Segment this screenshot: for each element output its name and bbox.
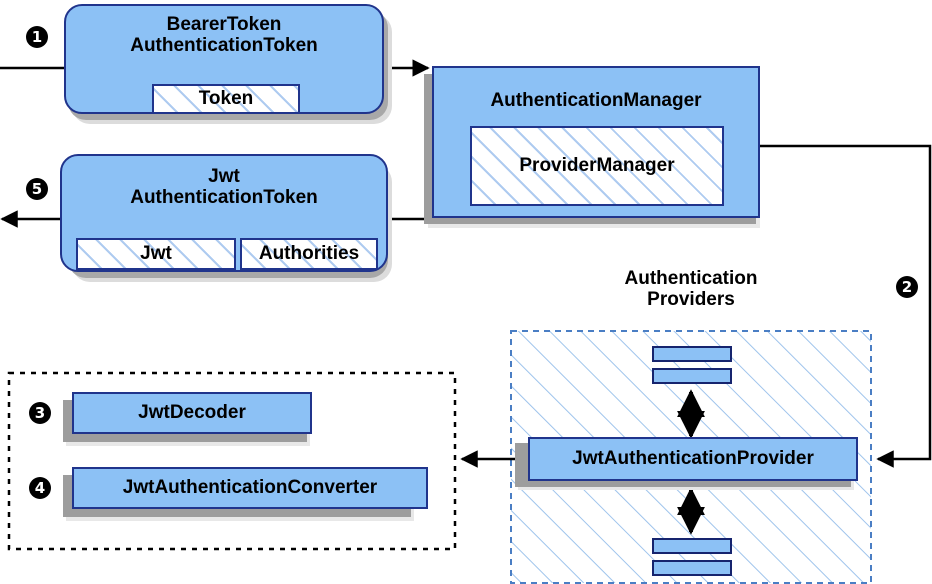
step-marker-3: 3 <box>29 402 51 424</box>
step-marker-1: 1 <box>26 26 48 48</box>
step-marker-5: 5 <box>26 178 48 200</box>
jwt-token-title: Jwt AuthenticationToken <box>130 166 318 209</box>
jwt-decoder-title: JwtDecoder <box>138 402 246 423</box>
provider-manager-slot-label: ProviderManager <box>519 155 675 176</box>
jwt-authentication-token[interactable]: Jwt AuthenticationToken Jwt Authorities <box>60 154 388 272</box>
authentication-manager[interactable]: AuthenticationManager ProviderManager <box>432 66 760 218</box>
jwt-decoder[interactable]: JwtDecoder <box>72 392 312 434</box>
provider-stack-bottom-bar-2 <box>652 560 732 576</box>
provider-stack-top-bar-2 <box>652 368 732 384</box>
jwt-slot[interactable]: Jwt <box>76 238 236 270</box>
jwt-authentication-provider[interactable]: JwtAuthenticationProvider <box>528 437 858 481</box>
jwt-authentication-converter[interactable]: JwtAuthenticationConverter <box>72 467 428 509</box>
bearer-token-title: BearerToken AuthenticationToken <box>130 14 318 57</box>
authorities-slot-label: Authorities <box>258 243 360 264</box>
jwt-converter-title: JwtAuthenticationConverter <box>122 477 378 498</box>
provider-manager-slot[interactable]: ProviderManager <box>470 126 724 206</box>
provider-stack-top-bar-1 <box>652 346 732 362</box>
jwt-provider-title: JwtAuthenticationProvider <box>572 448 814 469</box>
step-marker-4: 4 <box>29 477 51 499</box>
step-marker-2: 2 <box>896 276 918 298</box>
bearer-token-authentication-token[interactable]: BearerToken AuthenticationToken Token <box>64 4 384 114</box>
authentication-providers-caption: Authentication Providers <box>624 268 758 311</box>
authorities-slot[interactable]: Authorities <box>240 238 378 270</box>
token-slot-label: Token <box>198 88 254 109</box>
jwt-slot-label: Jwt <box>140 243 172 264</box>
authentication-manager-title: AuthenticationManager <box>490 90 702 111</box>
token-slot[interactable]: Token <box>152 84 300 114</box>
provider-stack-bottom-bar-1 <box>652 538 732 554</box>
